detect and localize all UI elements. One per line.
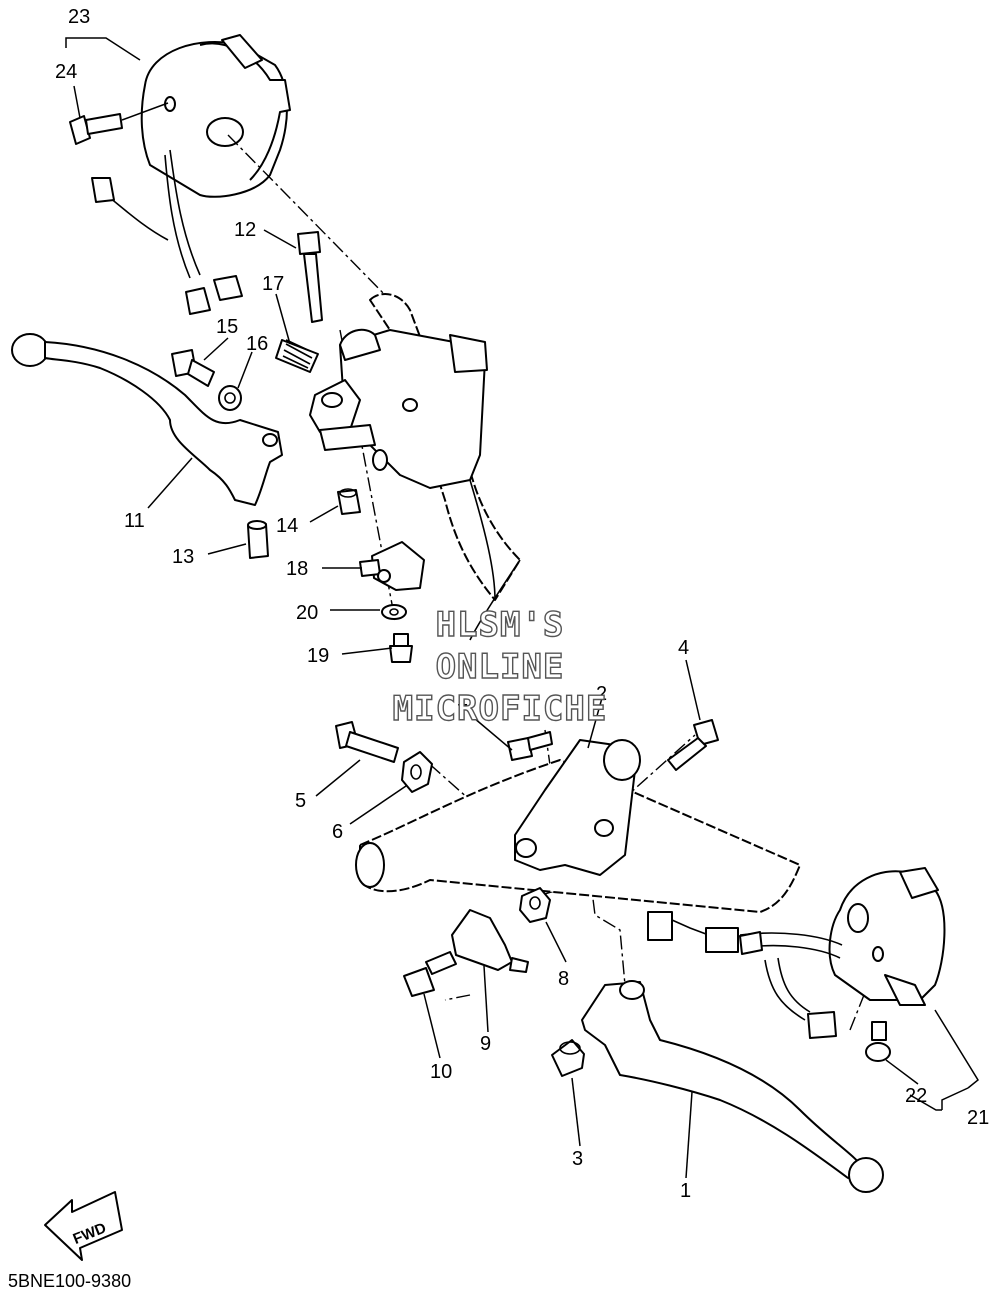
callout-2: 2 [596, 683, 607, 705]
screw-10 [403, 951, 457, 997]
screw-22 [865, 1021, 891, 1062]
brake-master-cylinder [309, 293, 521, 641]
callout-22: 22 [905, 1085, 927, 1107]
leader-lines [65, 37, 979, 1179]
callout-8: 8 [558, 968, 569, 990]
bolt-7 [507, 731, 553, 761]
callout-3: 3 [572, 1148, 583, 1170]
nut-14 [337, 488, 361, 515]
callout-1: 1 [680, 1180, 691, 1202]
collar-3 [551, 1039, 585, 1077]
screw-19 [389, 633, 413, 663]
callout-10: 10 [430, 1061, 452, 1083]
callout-7: 7 [457, 701, 468, 723]
callout-14: 14 [276, 515, 298, 537]
callout-17: 17 [262, 273, 284, 295]
collar-13 [247, 520, 269, 559]
bracket-2 [514, 739, 641, 876]
washer-20 [381, 604, 407, 620]
callout-6: 6 [332, 821, 343, 843]
callout-5: 5 [295, 790, 306, 812]
right-handlebar-switch [647, 867, 946, 1039]
watermark-line-2: ONLINE [436, 647, 565, 687]
callout-23: 23 [68, 6, 90, 28]
nut-6 [401, 751, 433, 793]
watermark-line-1: HLSM'S [436, 605, 565, 645]
nut-16 [218, 385, 242, 411]
callout-9: 9 [480, 1033, 491, 1055]
callout-11: 11 [124, 510, 145, 532]
callout-18: 18 [286, 558, 308, 580]
bolt-12 [297, 231, 323, 323]
diagram-code: 5BNE100-9380 [8, 1271, 131, 1291]
callout-21: 21 [967, 1107, 989, 1129]
bolt-4 [667, 719, 719, 771]
spring-17 [275, 339, 319, 373]
callout-20: 20 [296, 602, 318, 624]
nut-8 [519, 887, 551, 923]
callout-13: 13 [172, 546, 194, 568]
lever-1 [581, 980, 884, 1193]
bolt-15 [171, 349, 215, 387]
callout-24: 24 [55, 61, 77, 83]
bolt-5 [335, 721, 399, 763]
callout-12: 12 [234, 219, 256, 241]
callout-4: 4 [678, 637, 689, 659]
callout-19: 19 [307, 645, 329, 667]
brake-switch-18 [359, 541, 425, 591]
callout-16: 16 [246, 333, 268, 355]
left-handlebar-switch [91, 34, 291, 315]
watermark: HLSM'S ONLINE MICROFICHE [392, 604, 608, 729]
lever-11 [11, 333, 283, 506]
clutch-switch-9 [451, 909, 529, 973]
callout-15: 15 [216, 316, 238, 338]
watermark-line-3: MICROFICHE [393, 689, 608, 729]
forward-direction-arrow: FWD [44, 1191, 123, 1261]
screw-24 [69, 102, 169, 145]
